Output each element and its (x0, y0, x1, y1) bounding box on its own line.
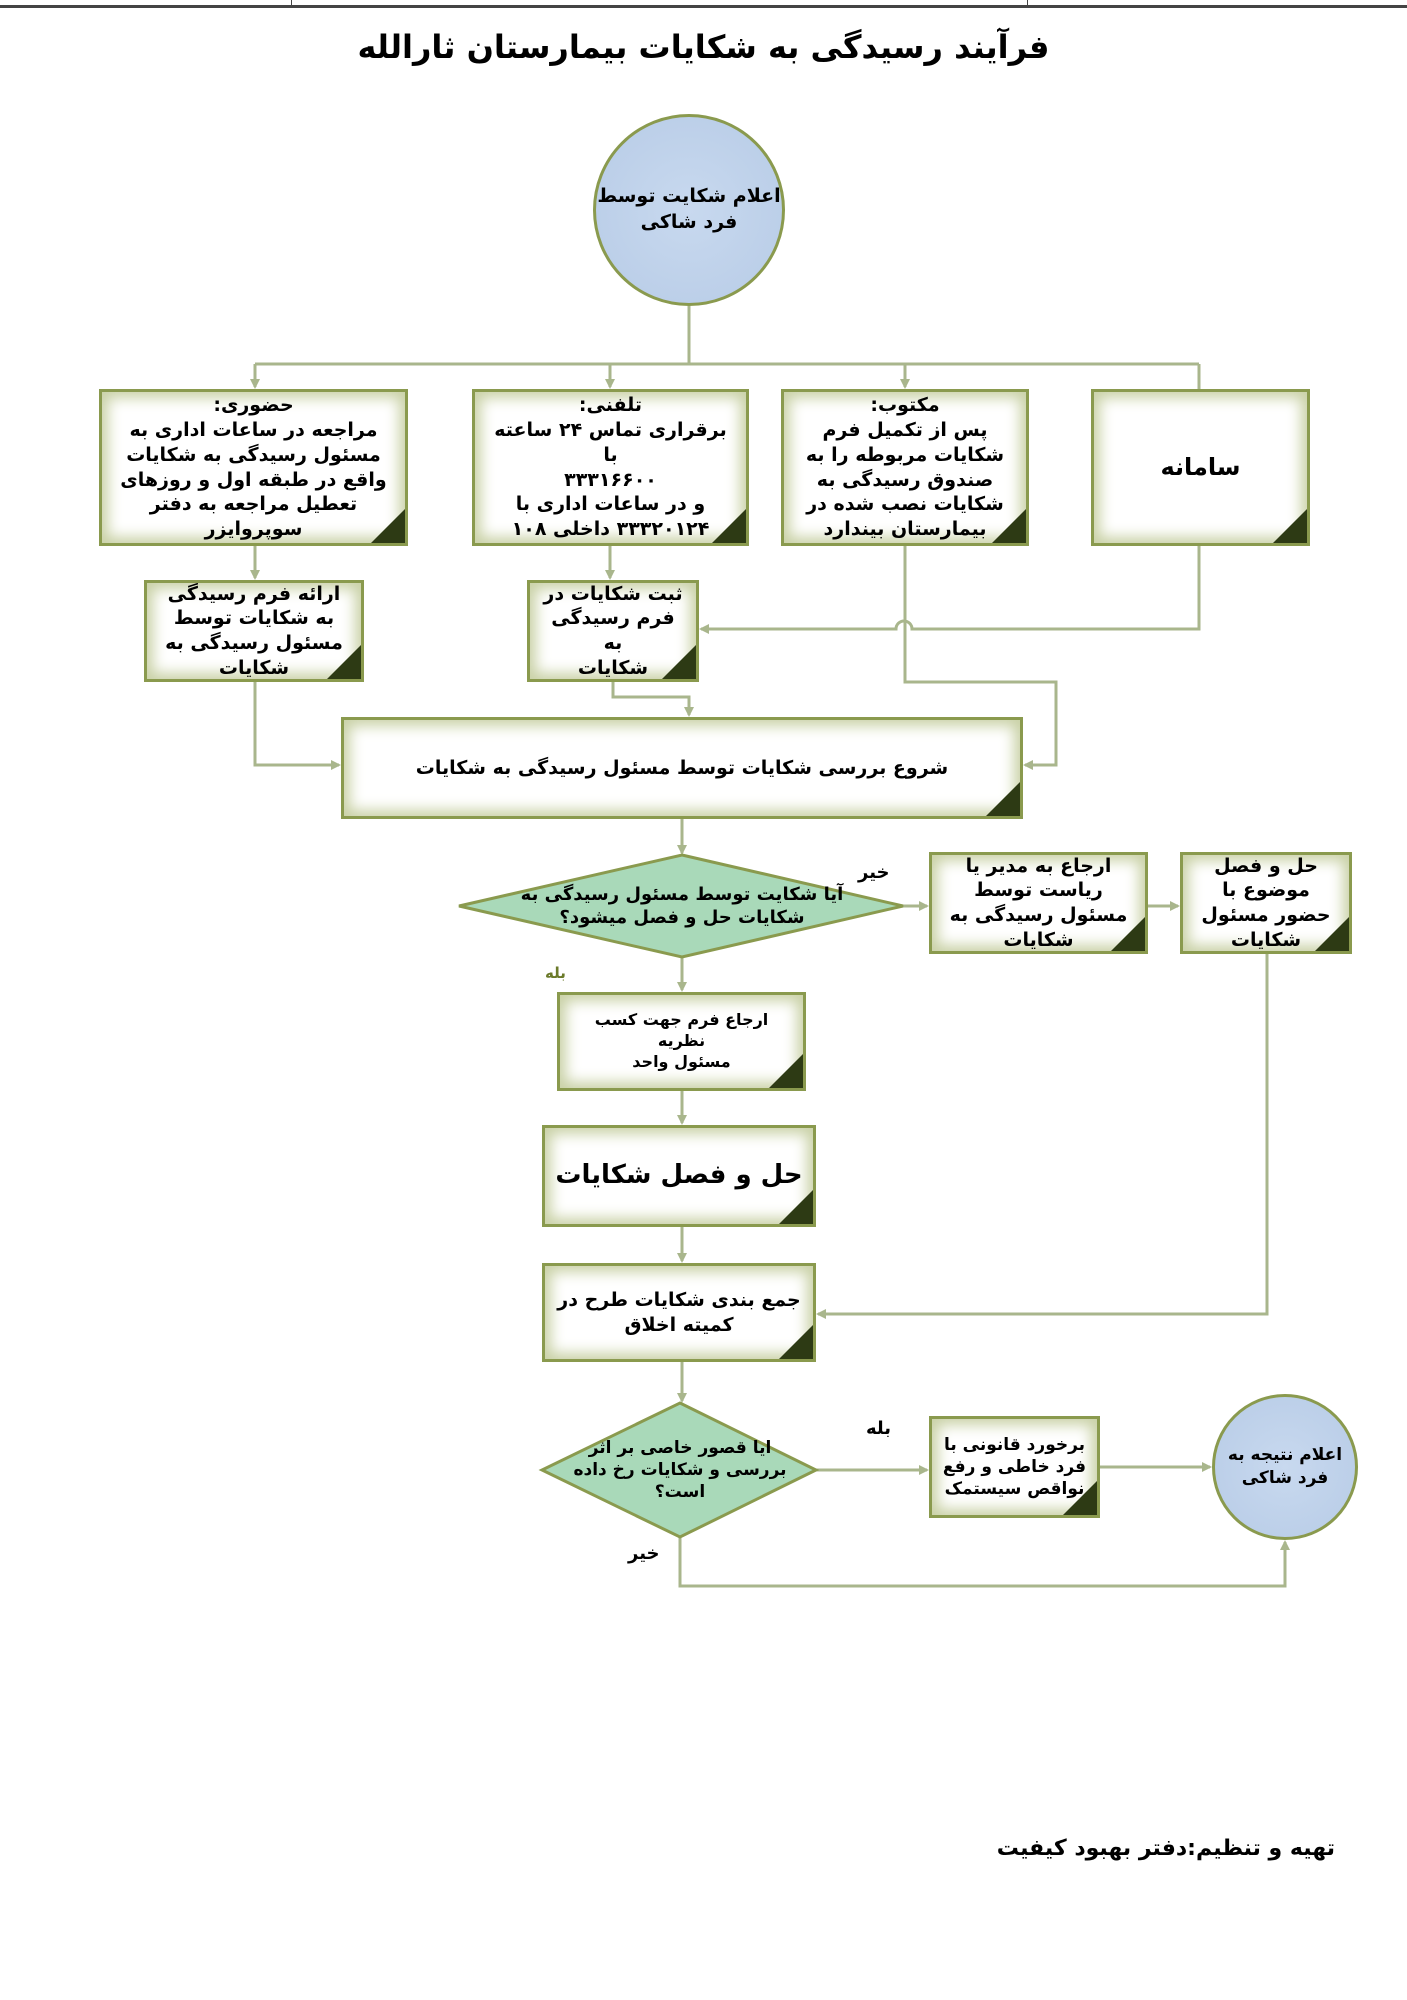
connector (253, 682, 341, 770)
review-step: شروع بررسی شکایات توسط مسئول رسیدگی به ش… (341, 717, 1023, 819)
connector (611, 682, 694, 717)
decision-diamond-1 (458, 853, 904, 959)
resolve-step: حل و فصل شکایات (542, 1125, 816, 1227)
refer-form-step: ارجاع فرم جهت کسب نظریه مسئول واحد (557, 992, 806, 1091)
no-label: خیر (628, 1543, 660, 1564)
register-step: ثبت شکایات در فرم رسیدگی به شکایات (527, 580, 699, 682)
no-label: خیر (858, 862, 890, 883)
resolve-presence-step: حل و فصل موضوع با حضور مسئول شکایات (1180, 852, 1352, 954)
decision-1-text: آیا شکایت توسط مسئول رسیدگی به شکایات حل… (520, 883, 844, 928)
summarize-step: جمع بندی شکایات طرح در کمیته اخلاق (542, 1263, 816, 1362)
provide-form-step: ارائه فرم رسیدگی به شکایات توسط مسئول رس… (144, 580, 364, 682)
connector (816, 954, 1269, 1319)
connector (678, 1537, 1290, 1588)
legal-action-step: برخورد قانونی با فرد خاطی و رفع نواقص سی… (929, 1416, 1100, 1518)
decision-diamond-2 (538, 1401, 820, 1539)
channel-phone: تلفنی: برقراری تماس ۲۴ ساعته با ۳۳۳۱۶۶۰۰… (472, 389, 749, 546)
start-node: اعلام شکایت توسط فرد شاکی (593, 114, 785, 306)
footer-credit: تهیه و تنظیم:دفتر بهبود کیفیت (996, 1836, 1335, 1861)
header-rule (0, 0, 1407, 8)
header-divider (291, 0, 292, 8)
channel-written: مکتوب: پس از تکمیل فرم شکایات مربوطه را … (781, 389, 1029, 546)
end-node: اعلام نتیجه به فرد شاکی (1212, 1394, 1358, 1540)
decision-2-text: ایا قصور خاصی بر اثر بررسی و شکایات رخ د… (573, 1437, 787, 1503)
yes-label: بله (866, 1418, 892, 1439)
channel-in-person: حضوری: مراجعه در ساعات اداری به مسئول رس… (99, 389, 408, 546)
header-divider (1027, 0, 1028, 8)
channel-system: سامانه (1091, 389, 1310, 546)
connector (699, 546, 1201, 634)
connector (903, 546, 1058, 770)
yes-label: بله (545, 964, 566, 982)
page-title: فرآیند رسیدگی به شکایات بیمارستان ثارالل… (357, 28, 1050, 66)
refer-manager-step: ارجاع به مدیر یا ریاست توسط مسئول رسیدگی… (929, 852, 1148, 954)
